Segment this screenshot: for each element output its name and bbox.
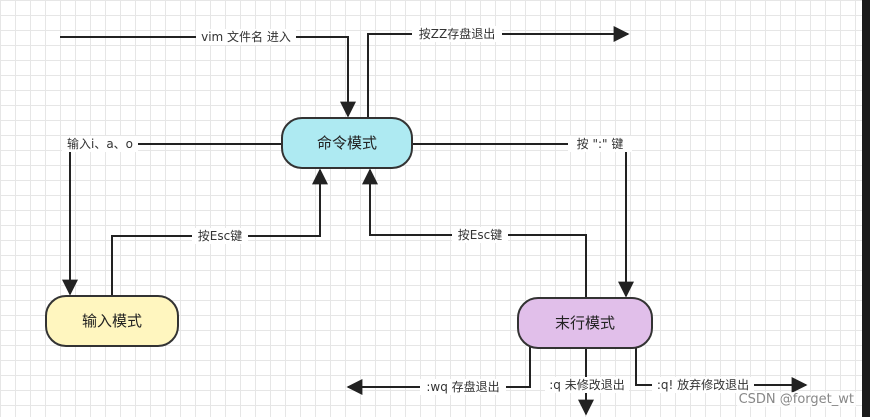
label-to-input: 输入i、a、o	[62, 136, 138, 152]
label-lastline-esc: 按Esc键	[452, 227, 508, 243]
node-lastline: 末行模式	[517, 297, 653, 349]
edge-to-lastline	[412, 143, 634, 298]
label-lastline-esc-text: 按Esc键	[458, 228, 502, 242]
label-q-force-text: :q! 放弃修改退出	[657, 377, 749, 392]
node-input-label: 输入模式	[82, 312, 142, 330]
node-command: 命令模式	[281, 117, 413, 169]
edge-enter	[60, 36, 356, 118]
label-wq: :wq 存盘退出	[420, 379, 506, 395]
label-enter: vim 文件名 进入	[196, 29, 296, 45]
edge-to-input	[62, 143, 282, 296]
label-q-force: :q! 放弃修改退出	[652, 377, 754, 393]
watermark: CSDN @forget_wt	[736, 392, 856, 407]
label-q-text: :q 未修改退出	[549, 377, 624, 392]
edge-wq	[346, 346, 531, 395]
label-to-input-text: 输入i、a、o	[67, 136, 133, 151]
window-edge	[862, 0, 870, 417]
node-command-label: 命令模式	[317, 134, 377, 152]
label-wq-text: :wq 存盘退出	[426, 379, 499, 394]
label-save-exit-text: 按ZZ存盘退出	[419, 26, 495, 41]
label-to-lastline: 按 ":" 键	[568, 136, 632, 152]
label-enter-text: vim 文件名 进入	[201, 29, 291, 44]
label-input-esc-text: 按Esc键	[198, 229, 242, 243]
label-q: :q 未修改退出	[545, 377, 629, 393]
edge-save-exit	[367, 26, 630, 118]
node-lastline-label: 末行模式	[555, 314, 615, 332]
label-to-lastline-text: 按 ":" 键	[577, 137, 624, 151]
label-input-esc: 按Esc键	[192, 228, 248, 244]
node-input: 输入模式	[45, 295, 179, 347]
label-save-exit: 按ZZ存盘退出	[412, 26, 502, 42]
